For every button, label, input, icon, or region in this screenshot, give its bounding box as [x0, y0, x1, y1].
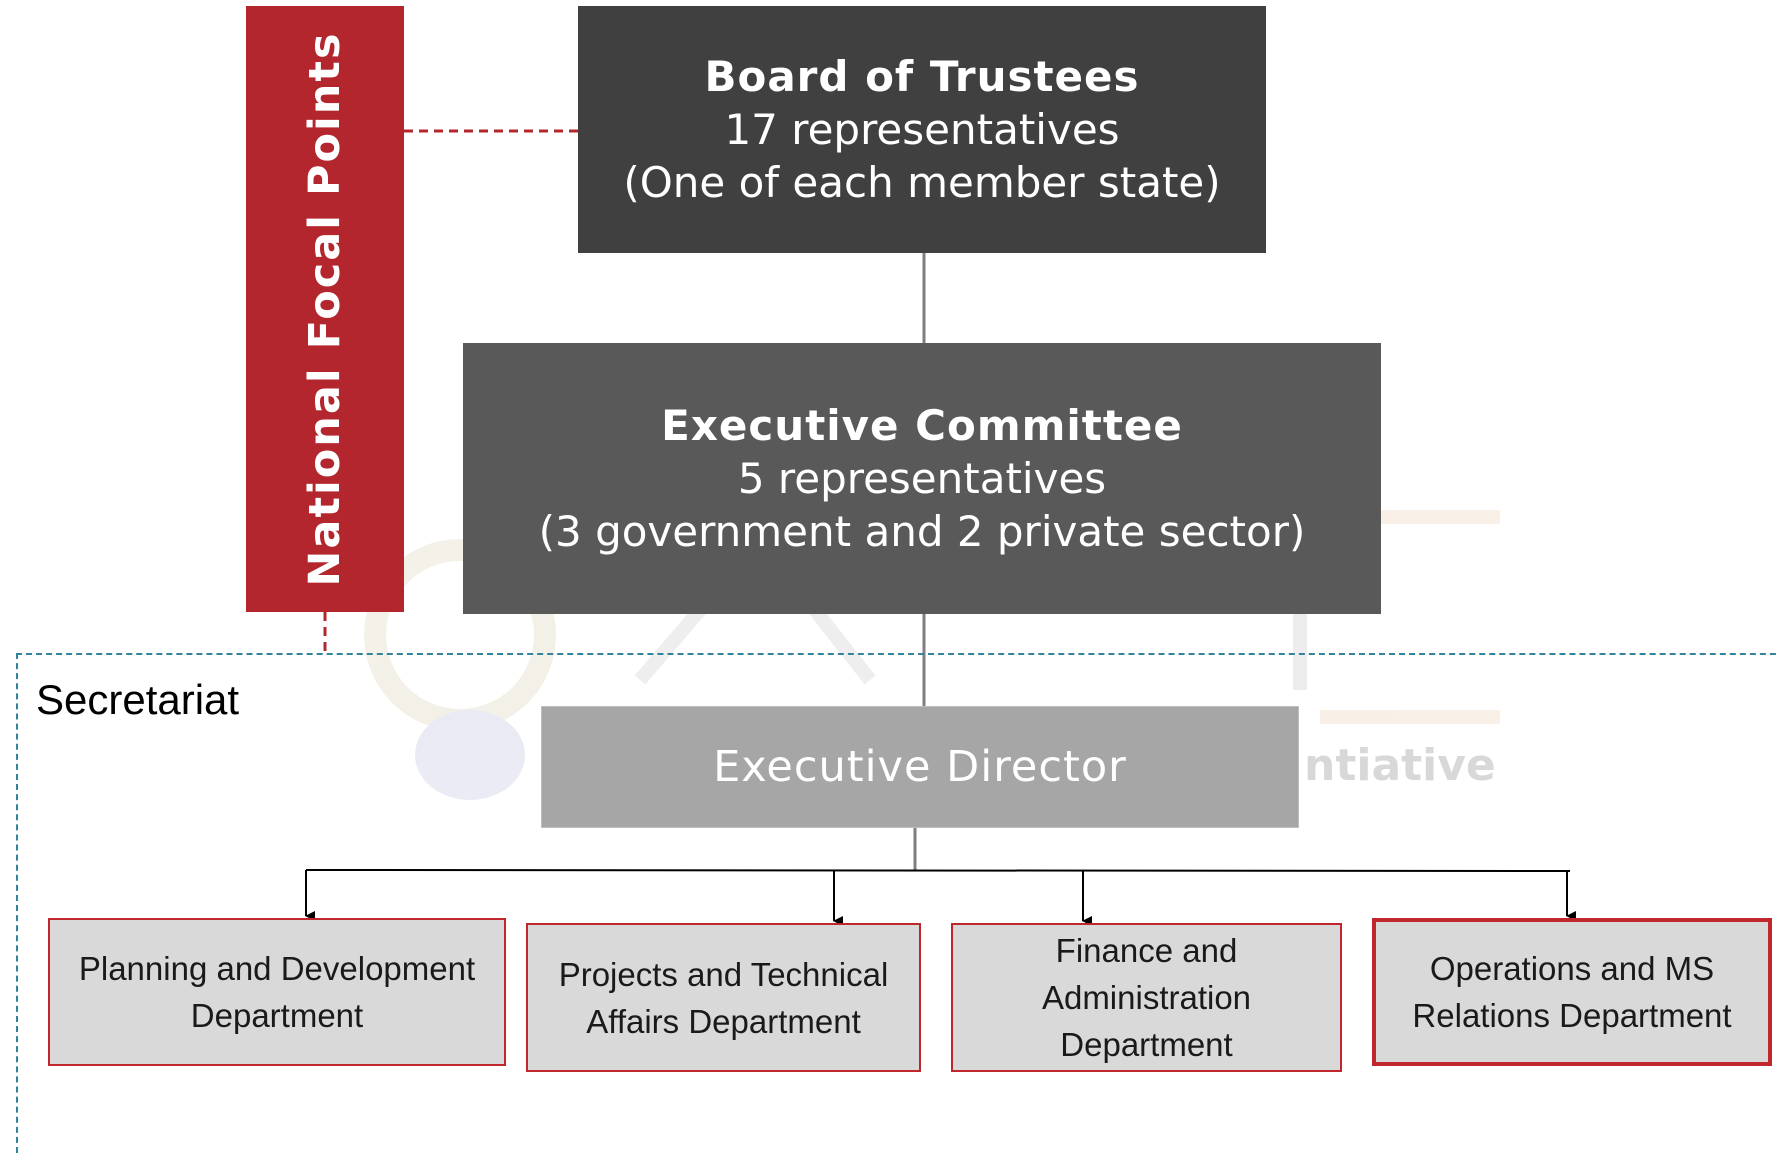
projects-dept-line2: Affairs Department — [586, 1002, 861, 1040]
national-focal-points-label: National Focal Points — [300, 31, 350, 587]
committee-composition: (3 government and 2 private sector) — [538, 507, 1306, 556]
planning-development-department-box: Planning and Development Department — [48, 918, 506, 1066]
secretariat-boundary — [16, 653, 1778, 1153]
executive-director-label: Executive Director — [713, 742, 1127, 792]
planning-dept-line2: Department — [190, 997, 364, 1034]
finance-dept-line3: Department — [1060, 1026, 1233, 1063]
projects-dept-line1: Projects and Technical — [558, 955, 889, 993]
operations-dept-line1: Operations and MS — [1429, 950, 1715, 987]
finance-dept-line2: Administration — [1041, 979, 1252, 1016]
operations-ms-relations-department-box: Operations and MS Relations Department — [1372, 918, 1772, 1066]
board-title: Board of Trustees — [704, 52, 1140, 101]
watermark-text: ntiative — [1304, 740, 1496, 791]
board-composition: (One of each member state) — [623, 158, 1221, 207]
finance-dept-line1: Finance and — [1055, 932, 1238, 969]
board-representatives: 17 representatives — [724, 105, 1120, 154]
executive-director-box: Executive Director — [541, 706, 1299, 828]
projects-technical-affairs-department-box: Projects and Technical Affairs Departmen… — [526, 923, 921, 1072]
national-focal-points-box: National Focal Points — [246, 6, 404, 612]
finance-administration-department-box: Finance and Administration Department — [951, 923, 1342, 1072]
secretariat-label: Secretariat — [36, 676, 240, 723]
committee-representatives: 5 representatives — [737, 454, 1107, 503]
connector-lines — [305, 129, 1576, 926]
department-bus-line — [305, 869, 1571, 872]
planning-dept-line1: Planning and Development — [78, 950, 476, 987]
operations-dept-line2: Relations Department — [1412, 997, 1732, 1034]
committee-title: Executive Committee — [661, 401, 1183, 450]
executive-committee-box: Executive Committee 5 representatives (3… — [463, 343, 1381, 614]
board-of-trustees-box: Board of Trustees 17 representatives (On… — [578, 6, 1266, 253]
